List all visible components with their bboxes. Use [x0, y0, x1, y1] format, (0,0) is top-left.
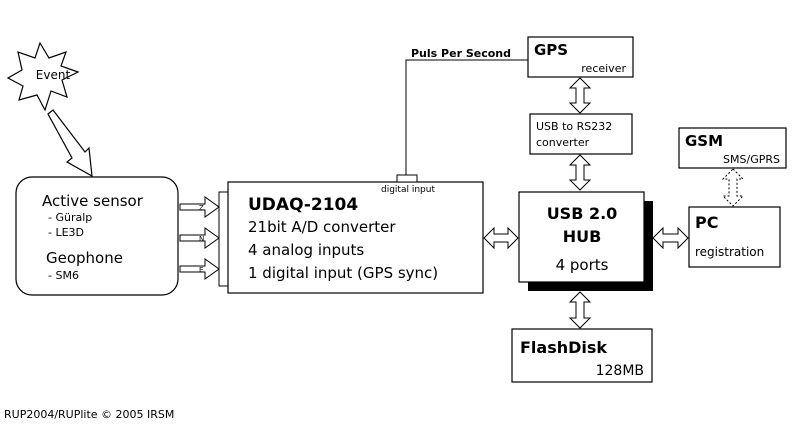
flashdisk-subtitle: 128MB	[596, 363, 644, 379]
channel-arrow-z: Z	[179, 196, 220, 218]
geophone-item-sm6: - SM6	[48, 269, 79, 282]
hub-line3: 4 ports	[556, 256, 609, 274]
gps-box: GPS receiver	[527, 36, 634, 78]
event-to-sensor-arrow	[47, 109, 93, 178]
channel-label-z: Z	[199, 204, 204, 212]
usb-hub-arrow	[568, 154, 592, 191]
udaq-hub-arrow	[483, 226, 519, 250]
channel-arrow-e: E	[179, 258, 220, 280]
hub-flash-arrow	[568, 291, 592, 329]
usb-rs232-line2: converter	[536, 136, 590, 149]
flashdisk-box: FlashDisk 128MB	[511, 328, 653, 383]
usb-rs232-box: USB to RS232 converter	[529, 113, 633, 155]
udaq-box: UDAQ-2104 21bit A/D converter 4 analog i…	[227, 174, 484, 294]
sensor-item-guralp: - Güralp	[48, 211, 92, 224]
udaq-line-1: 21bit A/D converter	[248, 218, 396, 236]
channel-connector	[218, 191, 229, 287]
hub-line2: HUB	[563, 227, 602, 246]
gps-title: GPS	[534, 41, 568, 59]
gsm-box: GSM SMS/GPRS	[678, 127, 787, 169]
channel-arrows: Z N E	[179, 191, 229, 287]
udaq-line-2: 4 analog inputs	[248, 241, 364, 259]
pc-title: PC	[695, 213, 718, 232]
channel-label-n: N	[199, 235, 204, 243]
sensor-item-le3d: - LE3D	[48, 226, 84, 239]
hub-box: USB 2.0 HUB 4 ports	[518, 191, 653, 291]
pps-label: Puls Per Second	[411, 47, 511, 60]
digital-input-label: digital input	[381, 185, 435, 195]
event-star-shape	[6, 41, 80, 112]
gps-subtitle: receiver	[581, 62, 626, 75]
gps-usb-arrow	[568, 77, 592, 114]
gsm-pc-arrow	[721, 168, 745, 207]
udaq-line-3: 1 digital input (GPS sync)	[248, 264, 438, 282]
hub-line1: USB 2.0	[547, 204, 618, 223]
event-node: Event	[6, 41, 80, 112]
gsm-subtitle: SMS/GPRS	[723, 153, 780, 166]
flashdisk-title: FlashDisk	[520, 338, 607, 357]
gsm-title: GSM	[685, 132, 723, 150]
sensor-box: Active sensor - Güralp - LE3D Geophone -…	[15, 176, 179, 296]
channel-arrow-n: N	[179, 227, 220, 249]
pps-line	[405, 59, 528, 175]
digital-input-port	[396, 174, 418, 183]
usb-rs232-line1: USB to RS232	[536, 120, 612, 133]
sensor-title: Active sensor	[42, 192, 144, 210]
pc-subtitle: registration	[695, 245, 764, 259]
event-label: Event	[36, 68, 71, 82]
hub-pc-arrow	[652, 226, 689, 250]
footer-copyright: RUP2004/RUPlite © 2005 IRSM	[4, 408, 174, 421]
udaq-title: UDAQ-2104	[248, 195, 358, 215]
pc-box: PC registration	[688, 206, 781, 268]
geophone-title: Geophone	[46, 249, 123, 267]
channel-label-e: E	[199, 266, 203, 274]
